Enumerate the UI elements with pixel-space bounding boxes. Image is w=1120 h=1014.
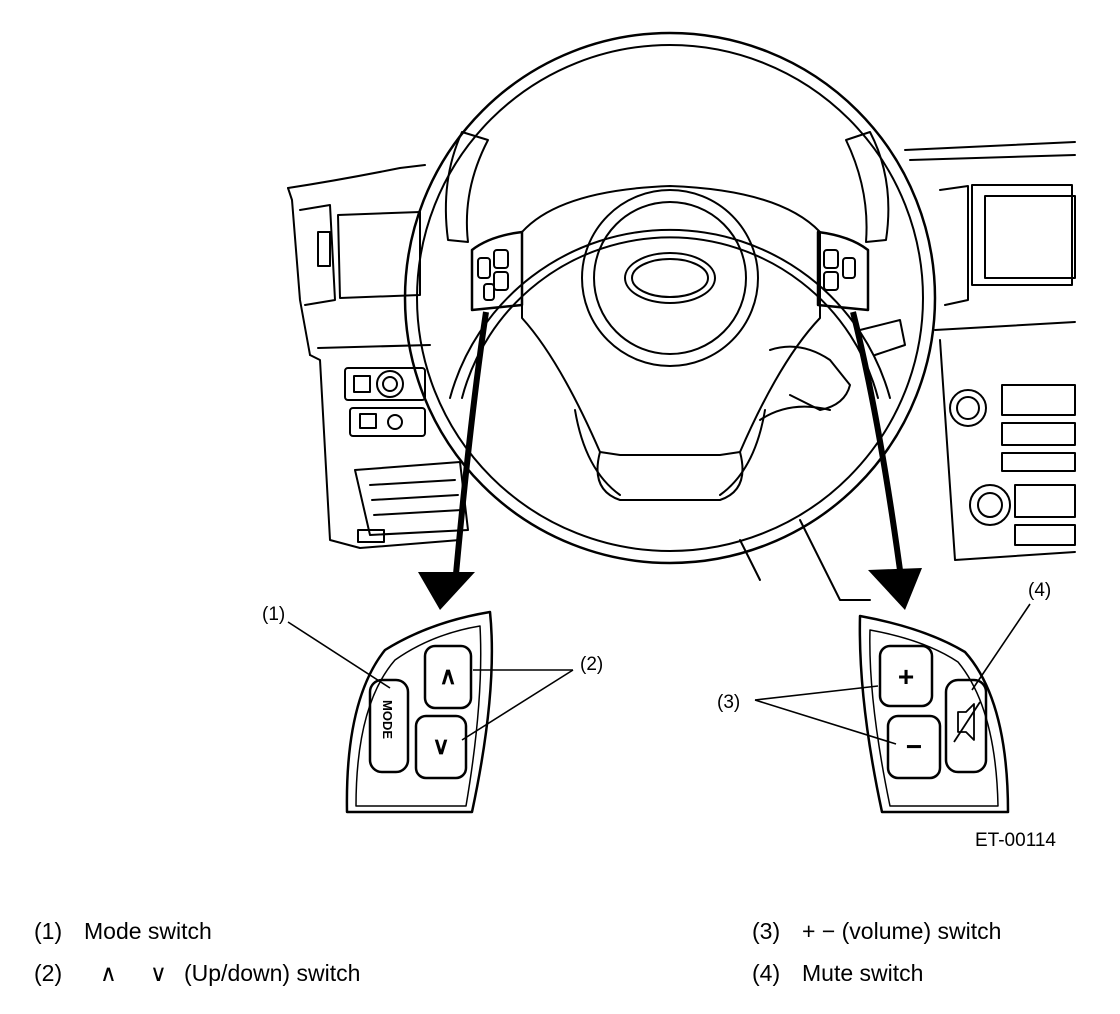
callout-4: (4) — [1028, 580, 1051, 601]
mode-button — [368, 678, 410, 774]
arrow-right — [850, 311, 922, 610]
mute-button — [944, 678, 988, 774]
callout-leaders — [287, 603, 1031, 745]
up-button — [423, 644, 473, 710]
steering-wheel-diagram: MODE ∧ ∨ + − (1) (2) (3) (4) ET-00114 — [262, 31, 1076, 851]
mute-icon — [953, 701, 981, 743]
mode-button-label: MODE — [380, 700, 395, 739]
paddle-shifters — [444, 131, 890, 243]
arrow-left — [418, 311, 489, 610]
legend-text: (Up/down) switch — [184, 960, 361, 986]
right-switch-detail — [858, 614, 1010, 814]
plus-button — [878, 644, 934, 708]
minus-button-symbol: − — [906, 731, 922, 762]
steering-wheel-hub — [521, 185, 821, 501]
down-button-symbol: ∨ — [432, 733, 450, 760]
down-button — [414, 714, 468, 780]
left-switch-pad — [470, 230, 524, 312]
legend-num: (2) — [34, 960, 63, 986]
callout-1: (1) — [262, 604, 285, 625]
legend-num: (3) — [752, 918, 781, 944]
callout-2: (2) — [580, 654, 603, 675]
legend-text: Mode switch — [84, 918, 212, 944]
legend-text: + − (volume) switch — [802, 918, 1002, 944]
down-symbol: ∨ — [150, 960, 167, 986]
up-symbol: ∧ — [100, 960, 117, 986]
figure-code: ET-00114 — [975, 830, 1056, 851]
dashboard-left — [287, 164, 469, 549]
steering-wheel-rim — [403, 31, 937, 565]
plus-button-symbol: + — [898, 661, 914, 692]
steering-column — [739, 319, 906, 601]
legend-text: Mute switch — [802, 960, 924, 986]
up-button-symbol: ∧ — [439, 663, 457, 690]
right-switch-pad — [816, 230, 870, 312]
left-switch-detail — [345, 610, 494, 814]
callout-3: (3) — [717, 692, 740, 713]
legend-num: (4) — [752, 960, 781, 986]
minus-button — [886, 714, 942, 780]
dashboard-right — [904, 141, 1076, 561]
legend-num: (1) — [34, 918, 63, 944]
